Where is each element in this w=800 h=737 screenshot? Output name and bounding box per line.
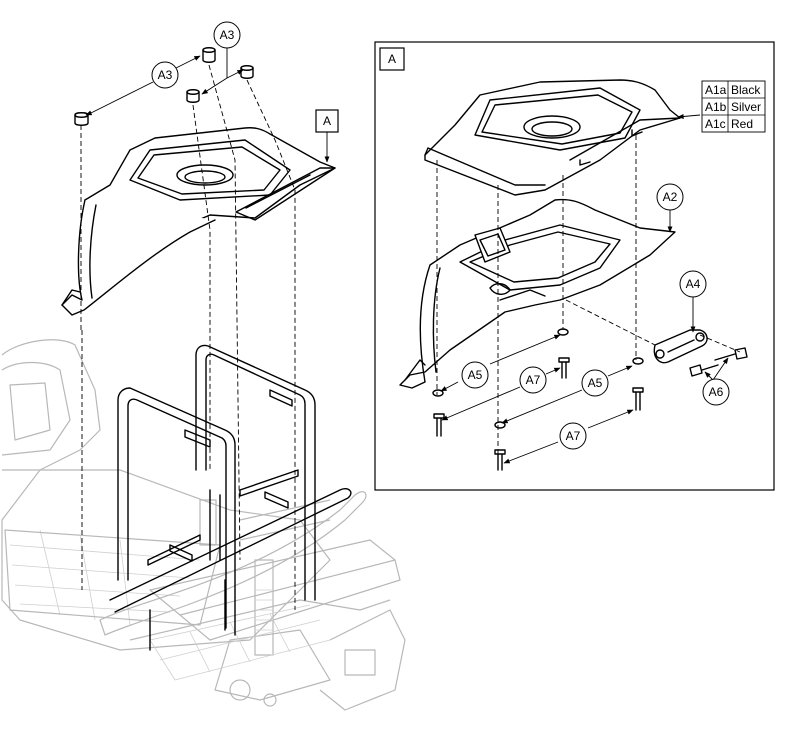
svg-text:A5: A5 — [588, 376, 603, 390]
callout-a5-left: A5 — [461, 361, 489, 389]
callout-a6: A6 — [702, 378, 730, 406]
callout-a2: A2 — [656, 183, 684, 211]
table-row-3-code: A1c — [705, 117, 726, 131]
callout-a7-right: A7 — [559, 422, 587, 450]
color-variant-table: A1a Black A1b Silver A1c Red — [701, 80, 766, 133]
svg-text:A7: A7 — [566, 429, 581, 443]
alignment-lines-main — [80, 64, 296, 610]
table-row-1-color: Black — [731, 83, 761, 97]
callout-a4: A4 — [679, 270, 707, 298]
table-row-2-color: Silver — [731, 100, 761, 114]
table-row-2-code: A1b — [705, 100, 727, 114]
callout-a3-left: A3 — [151, 61, 179, 89]
callout-a5-right: A5 — [581, 369, 609, 397]
seat-support-bracket — [109, 344, 352, 651]
svg-text:A2: A2 — [663, 190, 678, 204]
table-row-3-color: Red — [731, 117, 753, 131]
scooter-chassis — [1, 339, 406, 711]
pointer-label-box — [315, 109, 339, 133]
latch-bracket-detail — [653, 329, 748, 377]
callout-a7-left: A7 — [519, 366, 547, 394]
table-row-1-code: A1a — [705, 83, 727, 97]
detail-frame-tag — [379, 47, 405, 71]
svg-text:A3: A3 — [220, 28, 235, 42]
pointer-label-text: A — [323, 114, 331, 128]
shroud-cover-detail — [424, 79, 681, 196]
svg-text:A5: A5 — [468, 368, 483, 382]
callout-a3-top: A3 — [213, 21, 241, 49]
washers-screws-detail — [432, 328, 644, 471]
rear-shroud-main — [61, 127, 336, 316]
svg-text:A6: A6 — [709, 385, 724, 399]
fastener-knob-group — [74, 47, 254, 126]
alignment-lines-detail — [436, 135, 741, 460]
svg-text:A3: A3 — [158, 68, 173, 82]
svg-text:A4: A4 — [686, 277, 701, 291]
lower-housing-detail — [399, 198, 676, 389]
callout-arrows-detail — [440, 113, 729, 464]
detail-frame — [374, 41, 775, 491]
callout-arrows-main — [85, 48, 330, 163]
detail-frame-label: A — [388, 52, 396, 66]
svg-text:A7: A7 — [526, 373, 541, 387]
